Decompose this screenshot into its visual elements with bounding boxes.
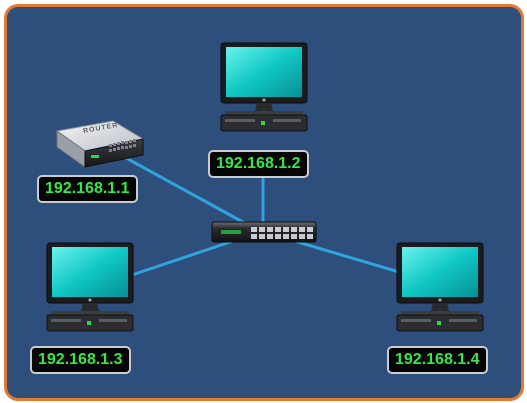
pc-left-node <box>41 241 139 341</box>
pc-top-ip-label: 192.168.1.2 <box>208 150 309 178</box>
desktop-computer-icon <box>46 242 134 332</box>
desktop-computer-icon <box>220 42 308 132</box>
desktop-computer-icon <box>396 242 484 332</box>
link-switch-pc-left <box>131 235 246 277</box>
pc-top-node <box>215 41 313 141</box>
network-links <box>116 151 400 277</box>
router-icon <box>55 120 145 168</box>
link-switch-router <box>116 151 253 229</box>
link-switch-pc-right <box>280 235 400 274</box>
switch-node <box>211 220 317 244</box>
router-node: ROUTER <box>47 117 147 177</box>
pc-left-ip-label: 192.168.1.3 <box>30 346 131 374</box>
pc-right-ip-label: 192.168.1.4 <box>387 346 488 374</box>
pc-right-node <box>391 241 489 341</box>
network-switch-icon <box>211 221 317 243</box>
network-diagram-canvas: ROUTER 192.168.1.1 <box>4 4 524 401</box>
router-ip-label: 192.168.1.1 <box>37 175 138 203</box>
